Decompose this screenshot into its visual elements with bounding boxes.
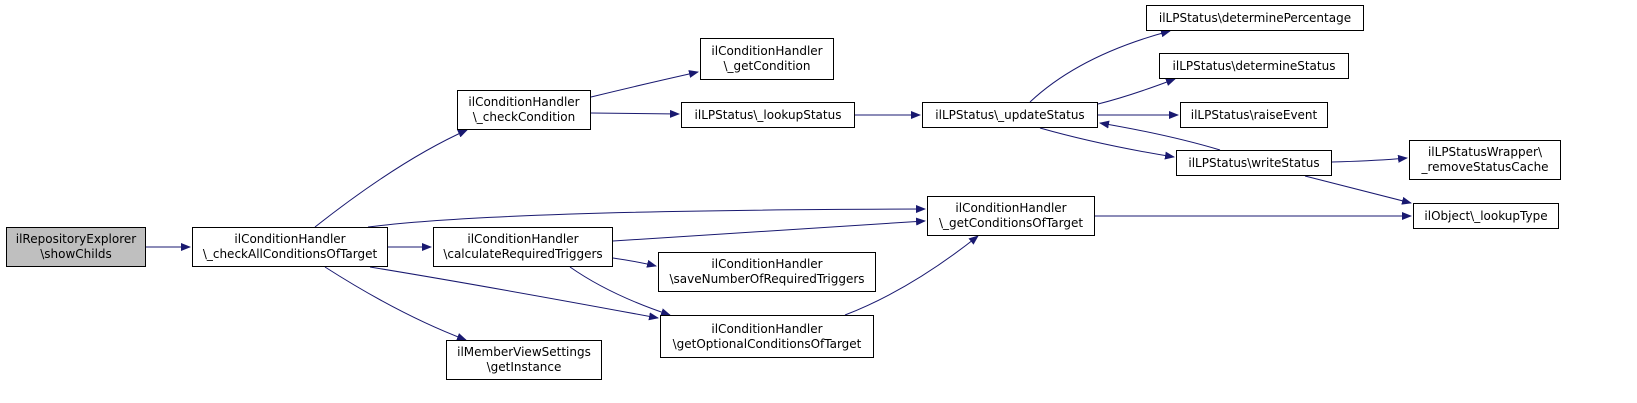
edge-n4-n10 [612, 217, 926, 242]
node-ilrepositoryexplorer-showchilds[interactable]: ilRepositoryExplorer\showChilds [6, 227, 146, 267]
node-label-line: ilConditionHandler [711, 257, 823, 271]
edge-n2-n10 [367, 205, 926, 228]
node-label-line: ilConditionHandler [711, 44, 823, 58]
node-ilconditionhandler-checkcondition[interactable]: ilConditionHandler\_checkCondition [457, 90, 591, 130]
node-label-line: ilConditionHandler [234, 232, 346, 246]
node-label-line: ilLPStatus\determineStatus [1172, 58, 1336, 73]
node-label-line: ilLPStatus\determinePercentage [1158, 10, 1352, 25]
node-label-line: ilConditionHandler [467, 232, 579, 246]
node-ilconditionhandler-calculaterequiredtriggers[interactable]: ilConditionHandler\calculateRequiredTrig… [433, 227, 613, 267]
edge-n15-n17 [1304, 175, 1412, 205]
edge-n3-n7 [590, 70, 699, 98]
node-illpstatus-lookupstatus[interactable]: ilLPStatus\_lookupStatus [681, 102, 855, 128]
node-illpstatus-raiseevent[interactable]: ilLPStatus\raiseEvent [1180, 102, 1328, 128]
node-label-line: ilLPStatusWrapper\ [1427, 145, 1543, 159]
node-ilconditionhandler-getcondition[interactable]: ilConditionHandler\_getCondition [700, 38, 834, 80]
edge-n5-n10 [844, 235, 979, 316]
edge-n11-n12 [1029, 29, 1171, 103]
edge-n4-n9 [612, 257, 657, 268]
node-ilconditionhandler-checkallconditionsoftarget[interactable]: ilConditionHandler\_checkAllConditionsOf… [192, 227, 388, 267]
node-label-line: \_getCondition [723, 59, 811, 73]
node-label-line: ilLPStatus\writeStatus [1188, 155, 1320, 170]
edge-n2-n3 [314, 129, 468, 228]
node-label-line: \_checkAllConditionsOfTarget [202, 247, 378, 261]
edge-n15-n16 [1331, 154, 1408, 163]
edge-n2-n6 [324, 266, 467, 341]
node-label-line: ilConditionHandler [711, 321, 823, 336]
node-illpstatus-determinestatus[interactable]: ilLPStatus\determineStatus [1159, 53, 1349, 79]
node-illpstatus-writestatus[interactable]: ilLPStatus\writeStatus [1176, 150, 1332, 176]
node-ilobject-lookuptype[interactable]: ilObject\_lookupType [1413, 203, 1559, 229]
node-illpstatus-updatestatus[interactable]: ilLPStatus\_updateStatus [922, 102, 1098, 128]
node-label-line: \showChilds [40, 247, 112, 261]
node-illpstatuswrapper-removestatuscache[interactable]: ilLPStatusWrapper\_removeStatusCache [1409, 140, 1561, 180]
edge-n11-n15 [1039, 127, 1175, 160]
node-label-line: ilMemberViewSettings [457, 345, 591, 359]
node-label-line: \calculateRequiredTriggers [443, 247, 603, 261]
node-ilconditionhandler-savenumberofrequiredtriggers[interactable]: ilConditionHandler\saveNumberOfRequiredT… [658, 252, 876, 292]
node-label-line: \_checkCondition [472, 110, 576, 124]
node-illpstatus-determinepercentage[interactable]: ilLPStatus\determinePercentage [1146, 5, 1364, 31]
node-label-line: ilConditionHandler [955, 201, 1067, 215]
node-label-line: ilConditionHandler [468, 95, 580, 109]
node-label-line: _removeStatusCache [1421, 160, 1549, 174]
edge-n4-n5 [569, 266, 671, 316]
node-label-line: ilLPStatus\_lookupStatus [694, 107, 842, 122]
node-label-line: ilRepositoryExplorer [15, 232, 137, 246]
edge-n2-n5 [369, 266, 659, 321]
edge-n11-n13 [1097, 78, 1176, 105]
node-ilconditionhandler-getoptionalconditionsoftarget[interactable]: ilConditionHandler\getOptionalConditions… [660, 315, 874, 358]
node-ilconditionhandler-getconditionsoftarget[interactable]: ilConditionHandler\_getConditionsOfTarge… [927, 196, 1095, 236]
node-label-line: \saveNumberOfRequiredTriggers [669, 272, 865, 286]
node-label-line: \_getConditionsOfTarget [938, 216, 1084, 230]
node-ilmemberviewsettings-getinstance[interactable]: ilMemberViewSettings\getInstance [446, 340, 602, 380]
node-label-line: ilLPStatus\_updateStatus [935, 107, 1085, 122]
node-label-line: \getInstance [486, 360, 562, 374]
edge-n15-n11 [1099, 120, 1221, 151]
node-label-line: ilLPStatus\raiseEvent [1190, 107, 1318, 122]
node-label-line: \getOptionalConditionsOfTarget [672, 336, 862, 351]
edge-n3-n8 [590, 109, 680, 118]
node-label-line: ilObject\_lookupType [1424, 208, 1548, 223]
